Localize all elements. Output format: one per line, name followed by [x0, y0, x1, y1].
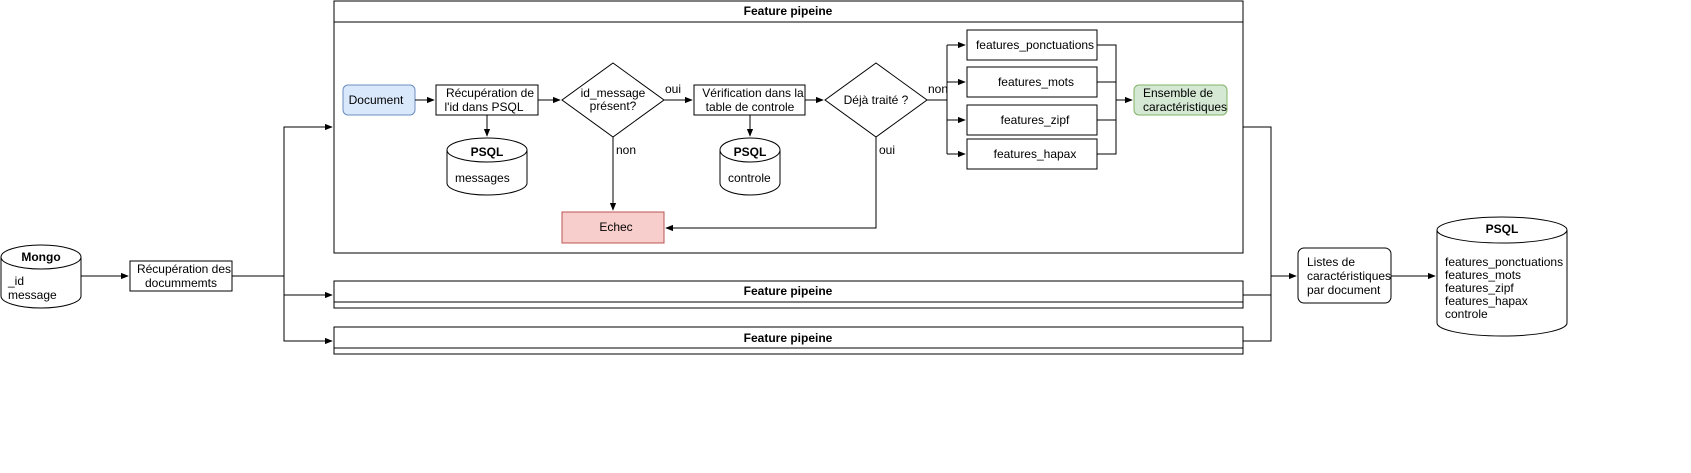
fetch-documents-box: Récupération des docummemts [129, 260, 233, 292]
feature-pipeline-expanded: Feature pipeine [333, 0, 1244, 254]
psql-output-field: features_mots [1445, 268, 1521, 282]
pipeline-title: Feature pipeine [744, 284, 833, 298]
psql-output-field: features_hapax [1445, 294, 1528, 308]
feature-pipeline-collapsed: Feature pipeine [333, 326, 1244, 355]
feature-label: features_ponctuations [976, 38, 1094, 52]
fetch-id-label: l'id dans PSQL [444, 100, 523, 114]
verify-box: Vérification dans la table de controle [693, 84, 806, 116]
mongo-field: message [8, 288, 57, 302]
already-processed-decision: Déjà traité ? [824, 62, 928, 138]
feature-label: features_hapax [994, 147, 1077, 161]
edge-label-yes: oui [879, 143, 895, 157]
psql-controle-field: controle [728, 171, 771, 185]
result-node: Ensemble de caractéristiques [1133, 84, 1228, 116]
feature-box-hapax: features_hapax [966, 138, 1098, 170]
feature-box-ponctuations: features_ponctuations [966, 29, 1098, 61]
psql-controle-title: PSQL [734, 145, 767, 159]
document-node: Document [342, 84, 416, 116]
psql-messages-database: PSQL messages [446, 137, 528, 196]
edge-pipelines-merge [1243, 126, 1272, 342]
psql-messages-field: messages [455, 171, 510, 185]
fetch-id-box: Récupération de l'id dans PSQL [435, 84, 539, 116]
edge-to-pipeline-3 [283, 276, 333, 345]
check-id-decision: id_message présent? [561, 62, 665, 138]
fetch-id-label: Récupération de [446, 86, 534, 100]
lists-label: Listes de [1307, 255, 1355, 269]
psql-output-field: features_ponctuations [1445, 255, 1563, 269]
lists-node: Listes de caractéristiques par document [1297, 247, 1392, 304]
psql-controle-database: PSQL controle [719, 137, 781, 196]
fail-label: Echec [599, 220, 632, 234]
edge-to-pipeline-2 [283, 276, 333, 299]
psql-messages-title: PSQL [471, 145, 504, 159]
fetch-documents-label: Récupération des [137, 262, 231, 276]
edge-label-no: non [928, 82, 948, 96]
edge-to-pipeline-1 [232, 123, 333, 277]
edge-already-yes-to-fail [665, 137, 877, 232]
mongo-database: Mongo _id message [0, 244, 82, 309]
feature-pipeline-collapsed: Feature pipeine [333, 280, 1244, 309]
already-processed-label: Déjà traité ? [844, 93, 909, 107]
lists-label: caractéristiques [1307, 269, 1391, 283]
check-id-label: id_message [581, 86, 646, 100]
feature-label: features_zipf [1001, 113, 1070, 127]
edge-label-yes: oui [665, 82, 681, 96]
lists-label: par document [1307, 283, 1381, 297]
feature-label: features_mots [998, 75, 1074, 89]
psql-output-title: PSQL [1486, 222, 1519, 236]
result-label: Ensemble de [1143, 86, 1213, 100]
psql-output-database: PSQL features_ponctuations features_mots… [1436, 216, 1568, 337]
fail-node: Echec [561, 211, 665, 244]
verify-label: Vérification dans la [702, 86, 804, 100]
document-label: Document [349, 93, 404, 107]
mongo-title: Mongo [21, 250, 60, 264]
pipeline-title: Feature pipeine [744, 331, 833, 345]
verify-label: table de controle [706, 100, 795, 114]
psql-output-field: features_zipf [1445, 281, 1514, 295]
feature-box-mots: features_mots [966, 66, 1098, 98]
psql-output-field: controle [1445, 307, 1488, 321]
edge-label-no: non [616, 143, 636, 157]
result-label: caractéristiques [1143, 100, 1227, 114]
check-id-label: présent? [590, 99, 637, 113]
pipeline-title: Feature pipeine [744, 4, 833, 18]
fetch-documents-label: docummemts [145, 276, 217, 290]
feature-box-zipf: features_zipf [966, 104, 1098, 136]
mongo-field: _id [7, 274, 24, 288]
